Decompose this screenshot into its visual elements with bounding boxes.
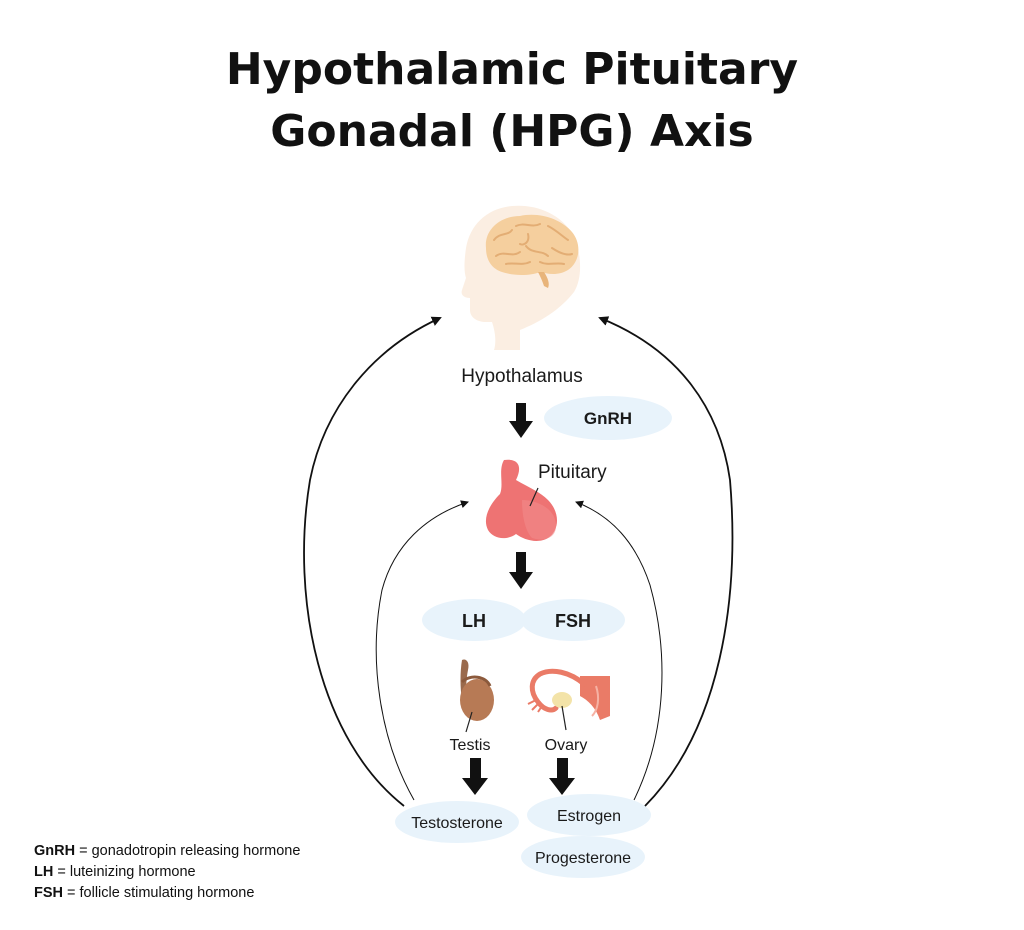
testis-icon	[460, 659, 494, 733]
estrogen-bubble	[527, 794, 651, 836]
arrow-hypothalamus-to-pituitary	[509, 403, 533, 438]
gnrh-bubble	[544, 396, 672, 440]
arrow-testis-to-testosterone	[462, 758, 488, 795]
ovary-icon	[527, 668, 610, 731]
legend-item-fsh: FSH = follicle stimulating hormone	[34, 883, 300, 904]
legend-abbr: GnRH	[34, 843, 76, 859]
legend-definition: = luteinizing hormone	[53, 864, 196, 880]
pituitary-label: Pituitary	[538, 462, 607, 483]
progesterone-label: Progesterone	[535, 850, 631, 867]
legend-abbr: FSH	[34, 885, 63, 901]
feedback-arrow-outer-right	[598, 316, 734, 807]
ovary-label: Ovary	[545, 737, 588, 754]
feedback-arrow-inner-left	[375, 500, 469, 801]
hypothalamus-label: Hypothalamus	[461, 366, 582, 387]
pituitary-icon	[485, 459, 557, 541]
fsh-label: FSH	[555, 611, 591, 631]
lh-label: LH	[462, 611, 486, 631]
legend-definition: = follicle stimulating hormone	[63, 885, 255, 901]
lh-bubble	[422, 599, 526, 641]
legend-item-lh: LH = luteinizing hormone	[34, 862, 300, 883]
arrow-ovary-to-estrogen	[549, 758, 575, 795]
testis-label: Testis	[450, 737, 491, 754]
progesterone-bubble	[521, 836, 645, 878]
testosterone-bubble	[395, 801, 519, 843]
head-icon	[461, 205, 581, 350]
fsh-bubble	[521, 599, 625, 641]
legend-definition: = gonadotropin releasing hormone	[75, 843, 301, 859]
legend-abbr: LH	[34, 864, 54, 880]
diagram-title-line-2: Gonadal (HPG) Axis	[270, 106, 754, 157]
gnrh-label: GnRH	[584, 409, 632, 428]
estrogen-label: Estrogen	[557, 808, 621, 825]
brain-icon	[485, 214, 579, 288]
abbreviation-legend: GnRH = gonadotropin releasing hormone LH…	[34, 841, 300, 904]
diagram-title-line-1: Hypothalamic Pituitary	[225, 44, 799, 95]
arrow-pituitary-to-gonadotropins	[509, 552, 533, 589]
testosterone-label: Testosterone	[411, 815, 503, 832]
feedback-arrow-inner-right	[575, 500, 663, 801]
feedback-arrow-outer-left	[303, 316, 442, 807]
legend-item-gnrh: GnRH = gonadotropin releasing hormone	[34, 841, 300, 862]
